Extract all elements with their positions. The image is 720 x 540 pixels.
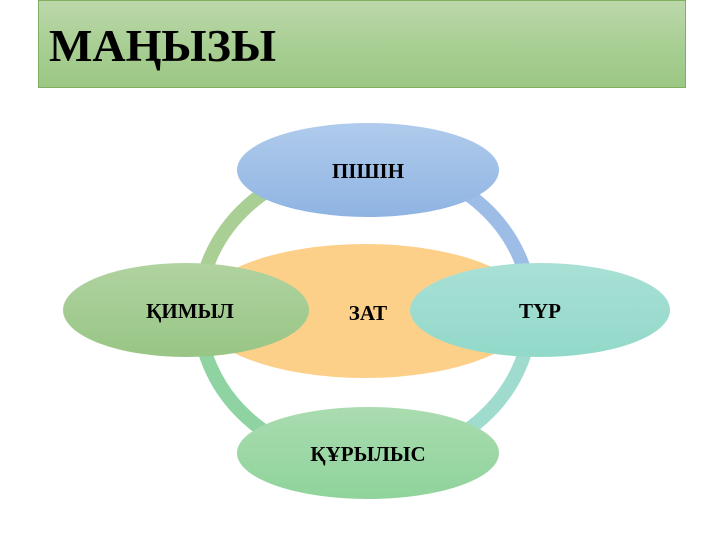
node-top-label: ПІШІН: [332, 159, 404, 183]
node-left: ҚИМЫЛ: [63, 263, 309, 357]
node-bottom: ҚҰРЫЛЫС: [237, 407, 499, 499]
node-left-ellipse: [63, 263, 309, 357]
node-top: ПІШІН: [237, 123, 499, 217]
node-bottom-ellipse: [237, 407, 499, 499]
node-right-label: ТҮР: [519, 299, 561, 323]
node-left-label: ҚИМЫЛ: [146, 299, 234, 323]
center-label: ЗАТ: [349, 301, 387, 325]
slide-title: МАҢЫЗЫ: [49, 20, 277, 71]
node-right: ТҮР: [410, 263, 670, 357]
node-right-ellipse: [410, 263, 670, 357]
node-bottom-label: ҚҰРЫЛЫС: [310, 442, 425, 466]
title-bar: МАҢЫЗЫ: [38, 0, 686, 88]
node-top-ellipse: [237, 123, 499, 217]
